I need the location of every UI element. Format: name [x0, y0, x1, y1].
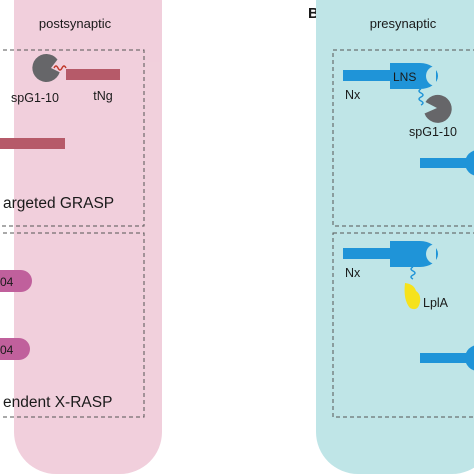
spg1-10-label-pre: spG1-10	[409, 125, 457, 139]
spg1-10-pacman-post	[32, 53, 60, 82]
postsynaptic-cell	[14, 0, 162, 474]
lns-domain-bottom	[390, 241, 438, 267]
postsynaptic-section-x-rasp-box	[0, 232, 145, 418]
postsynaptic-title: postsynaptic	[39, 16, 112, 31]
post-linker-squiggle	[53, 65, 67, 71]
tng-label: tNg	[93, 89, 113, 103]
cd4-protein-top	[0, 270, 32, 292]
tng-bar	[66, 69, 120, 80]
presynaptic-title: presynaptic	[370, 16, 437, 31]
pre-linker-squiggle-bottom	[410, 266, 416, 280]
lns-cup-notch-bottom	[426, 244, 436, 264]
membrane-protein-stem-bottom	[420, 353, 472, 363]
section-caption-targeted-grasp: argeted GRASP	[3, 195, 114, 212]
cd4-label-bottom: 04	[0, 343, 14, 357]
nx-label-bottom: Nx	[345, 266, 361, 280]
presynaptic-section-bottom-box	[332, 232, 474, 418]
postsynaptic-membrane-strip	[142, 62, 160, 410]
lns-label: LNS	[393, 70, 416, 84]
neurexin-bar-bottom	[343, 248, 395, 259]
lns-domain-top	[390, 63, 438, 89]
spg1-10-pacman-pre	[424, 94, 452, 123]
spg1-10-label-post: spG1-10	[11, 91, 59, 105]
neurexin-bar-top	[343, 70, 395, 81]
cd4-protein-bottom	[0, 338, 30, 360]
lns-cup-notch-top	[426, 66, 436, 86]
presynaptic-section-top-box	[332, 49, 474, 227]
lpla-enzyme	[404, 283, 421, 310]
membrane-protein-head-top	[465, 150, 474, 176]
lpla-label: LplA	[423, 296, 449, 310]
tng-bar-second	[0, 138, 65, 149]
section-caption-x-rasp: endent X-RASP	[3, 394, 112, 411]
cd4-label-top: 04	[0, 275, 14, 289]
membrane-protein-stem-top	[420, 158, 472, 168]
nx-label-top: Nx	[345, 88, 361, 102]
panel-letter-b: B	[308, 5, 319, 22]
pre-linker-squiggle	[418, 88, 424, 106]
membrane-protein-head-bottom	[465, 345, 474, 371]
postsynaptic-section-targeted-grasp-box	[0, 49, 145, 227]
